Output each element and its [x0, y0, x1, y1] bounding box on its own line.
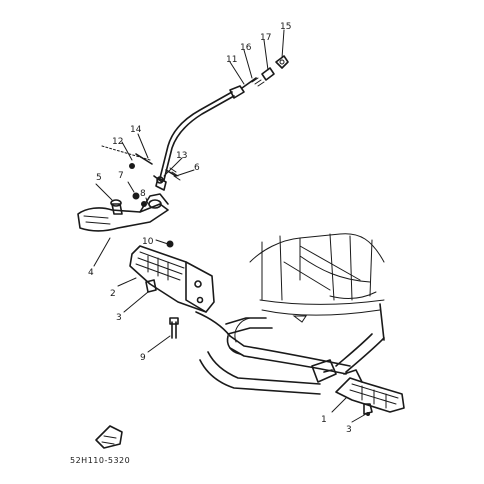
callout-3-left: 3	[116, 313, 122, 323]
callout-6: 6	[194, 163, 200, 173]
callout-11: 11	[226, 55, 237, 65]
right-footrest	[335, 369, 405, 416]
callout-2: 2	[110, 289, 116, 299]
footrest-bracket	[129, 240, 215, 313]
callout-15: 15	[280, 22, 291, 32]
callout-7: 7	[118, 171, 124, 181]
leader-lines	[93, 29, 367, 423]
callout-14: 14	[130, 125, 142, 135]
frame	[234, 233, 385, 343]
callout-1: 1	[321, 415, 327, 425]
callout-labels: 5 4 2 3 9 7 8 12 14 10 13 6 11 16 17 15 …	[88, 22, 352, 435]
callout-16: 16	[240, 43, 252, 53]
shift-cable	[155, 55, 289, 191]
frame-tubes	[195, 303, 385, 395]
callout-4: 4	[88, 268, 94, 278]
callout-9: 9	[140, 353, 146, 363]
diagram-code: 52H110-5320	[70, 456, 130, 465]
callout-3-right: 3	[346, 425, 352, 435]
callout-13: 13	[176, 151, 187, 161]
callout-8: 8	[140, 189, 146, 199]
bolt-9	[169, 317, 179, 339]
callout-10: 10	[142, 237, 154, 247]
front-direction-icon	[95, 425, 123, 449]
callout-17: 17	[260, 33, 271, 43]
callout-12: 12	[112, 137, 123, 147]
shift-lever	[77, 153, 181, 232]
callout-5: 5	[96, 173, 102, 183]
